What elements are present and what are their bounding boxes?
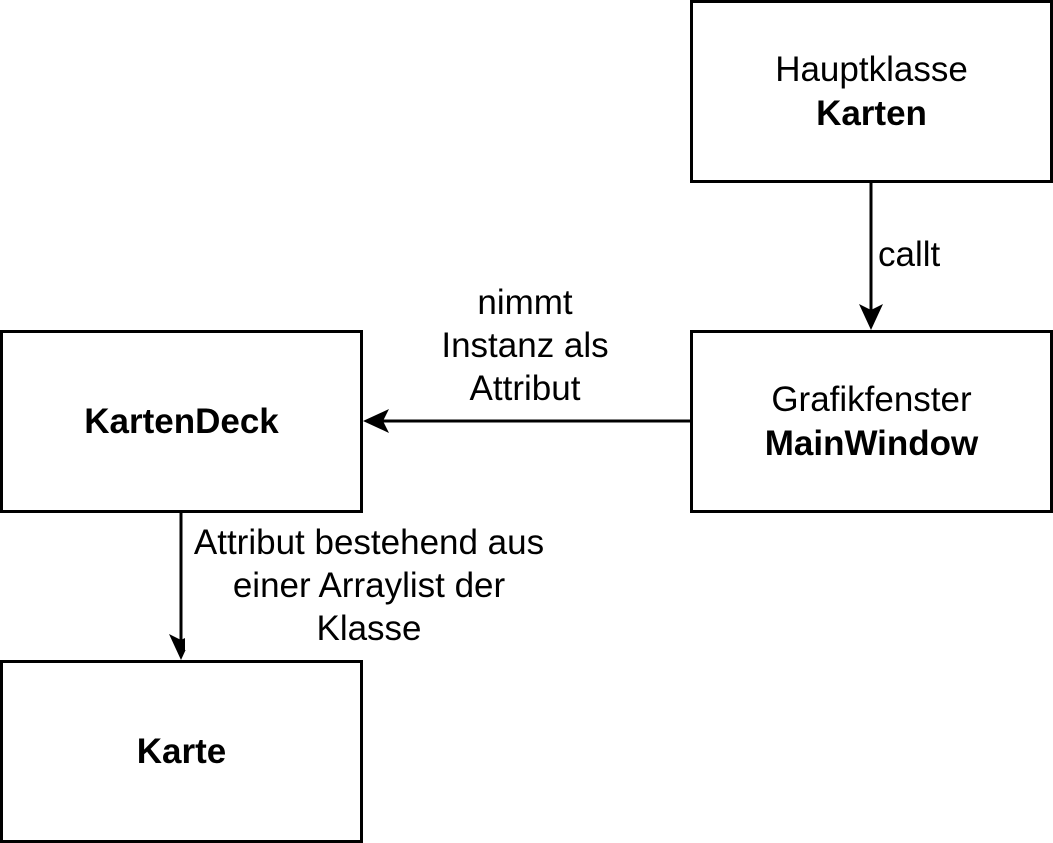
node-hauptklasse-karten: Hauptklasse Karten [690,0,1053,183]
edge-callt-arrowhead [859,304,883,330]
node-kartendeck-label: KartenDeck [84,401,279,441]
edge-label-attribut-line1: Attribut bestehend aus [193,523,545,562]
node-mainwindow-line1: Grafikfenster [771,379,972,419]
edge-label-attribut-line2: einer Arraylist der [232,566,506,605]
node-hauptklasse-line1: Hauptklasse [775,49,968,89]
edge-nimmt-arrowhead [363,409,389,433]
edge-label-nimmt-line2: Instanz als [441,326,609,365]
edge-label-nimmt-line3: Attribut [469,369,581,408]
edge-label-callt: callt [878,233,941,276]
edge-callt [859,183,883,330]
node-karte: Karte [0,660,363,843]
node-karte-label: Karte [136,731,227,771]
edge-nimmt [363,409,690,433]
edge-label-nimmt: nimmt Instanz als Attribut [420,281,630,410]
node-mainwindow-line2: MainWindow [764,423,979,463]
edge-label-nimmt-line1: nimmt [477,283,573,322]
node-grafikfenster-mainwindow: Grafikfenster MainWindow [690,330,1053,513]
edge-label-attribut: Attribut bestehend aus einer Arraylist d… [185,521,553,650]
node-kartendeck: KartenDeck [0,330,363,513]
edge-label-attribut-line3: Klasse [316,609,422,648]
node-hauptklasse-line2: Karten [816,93,927,133]
